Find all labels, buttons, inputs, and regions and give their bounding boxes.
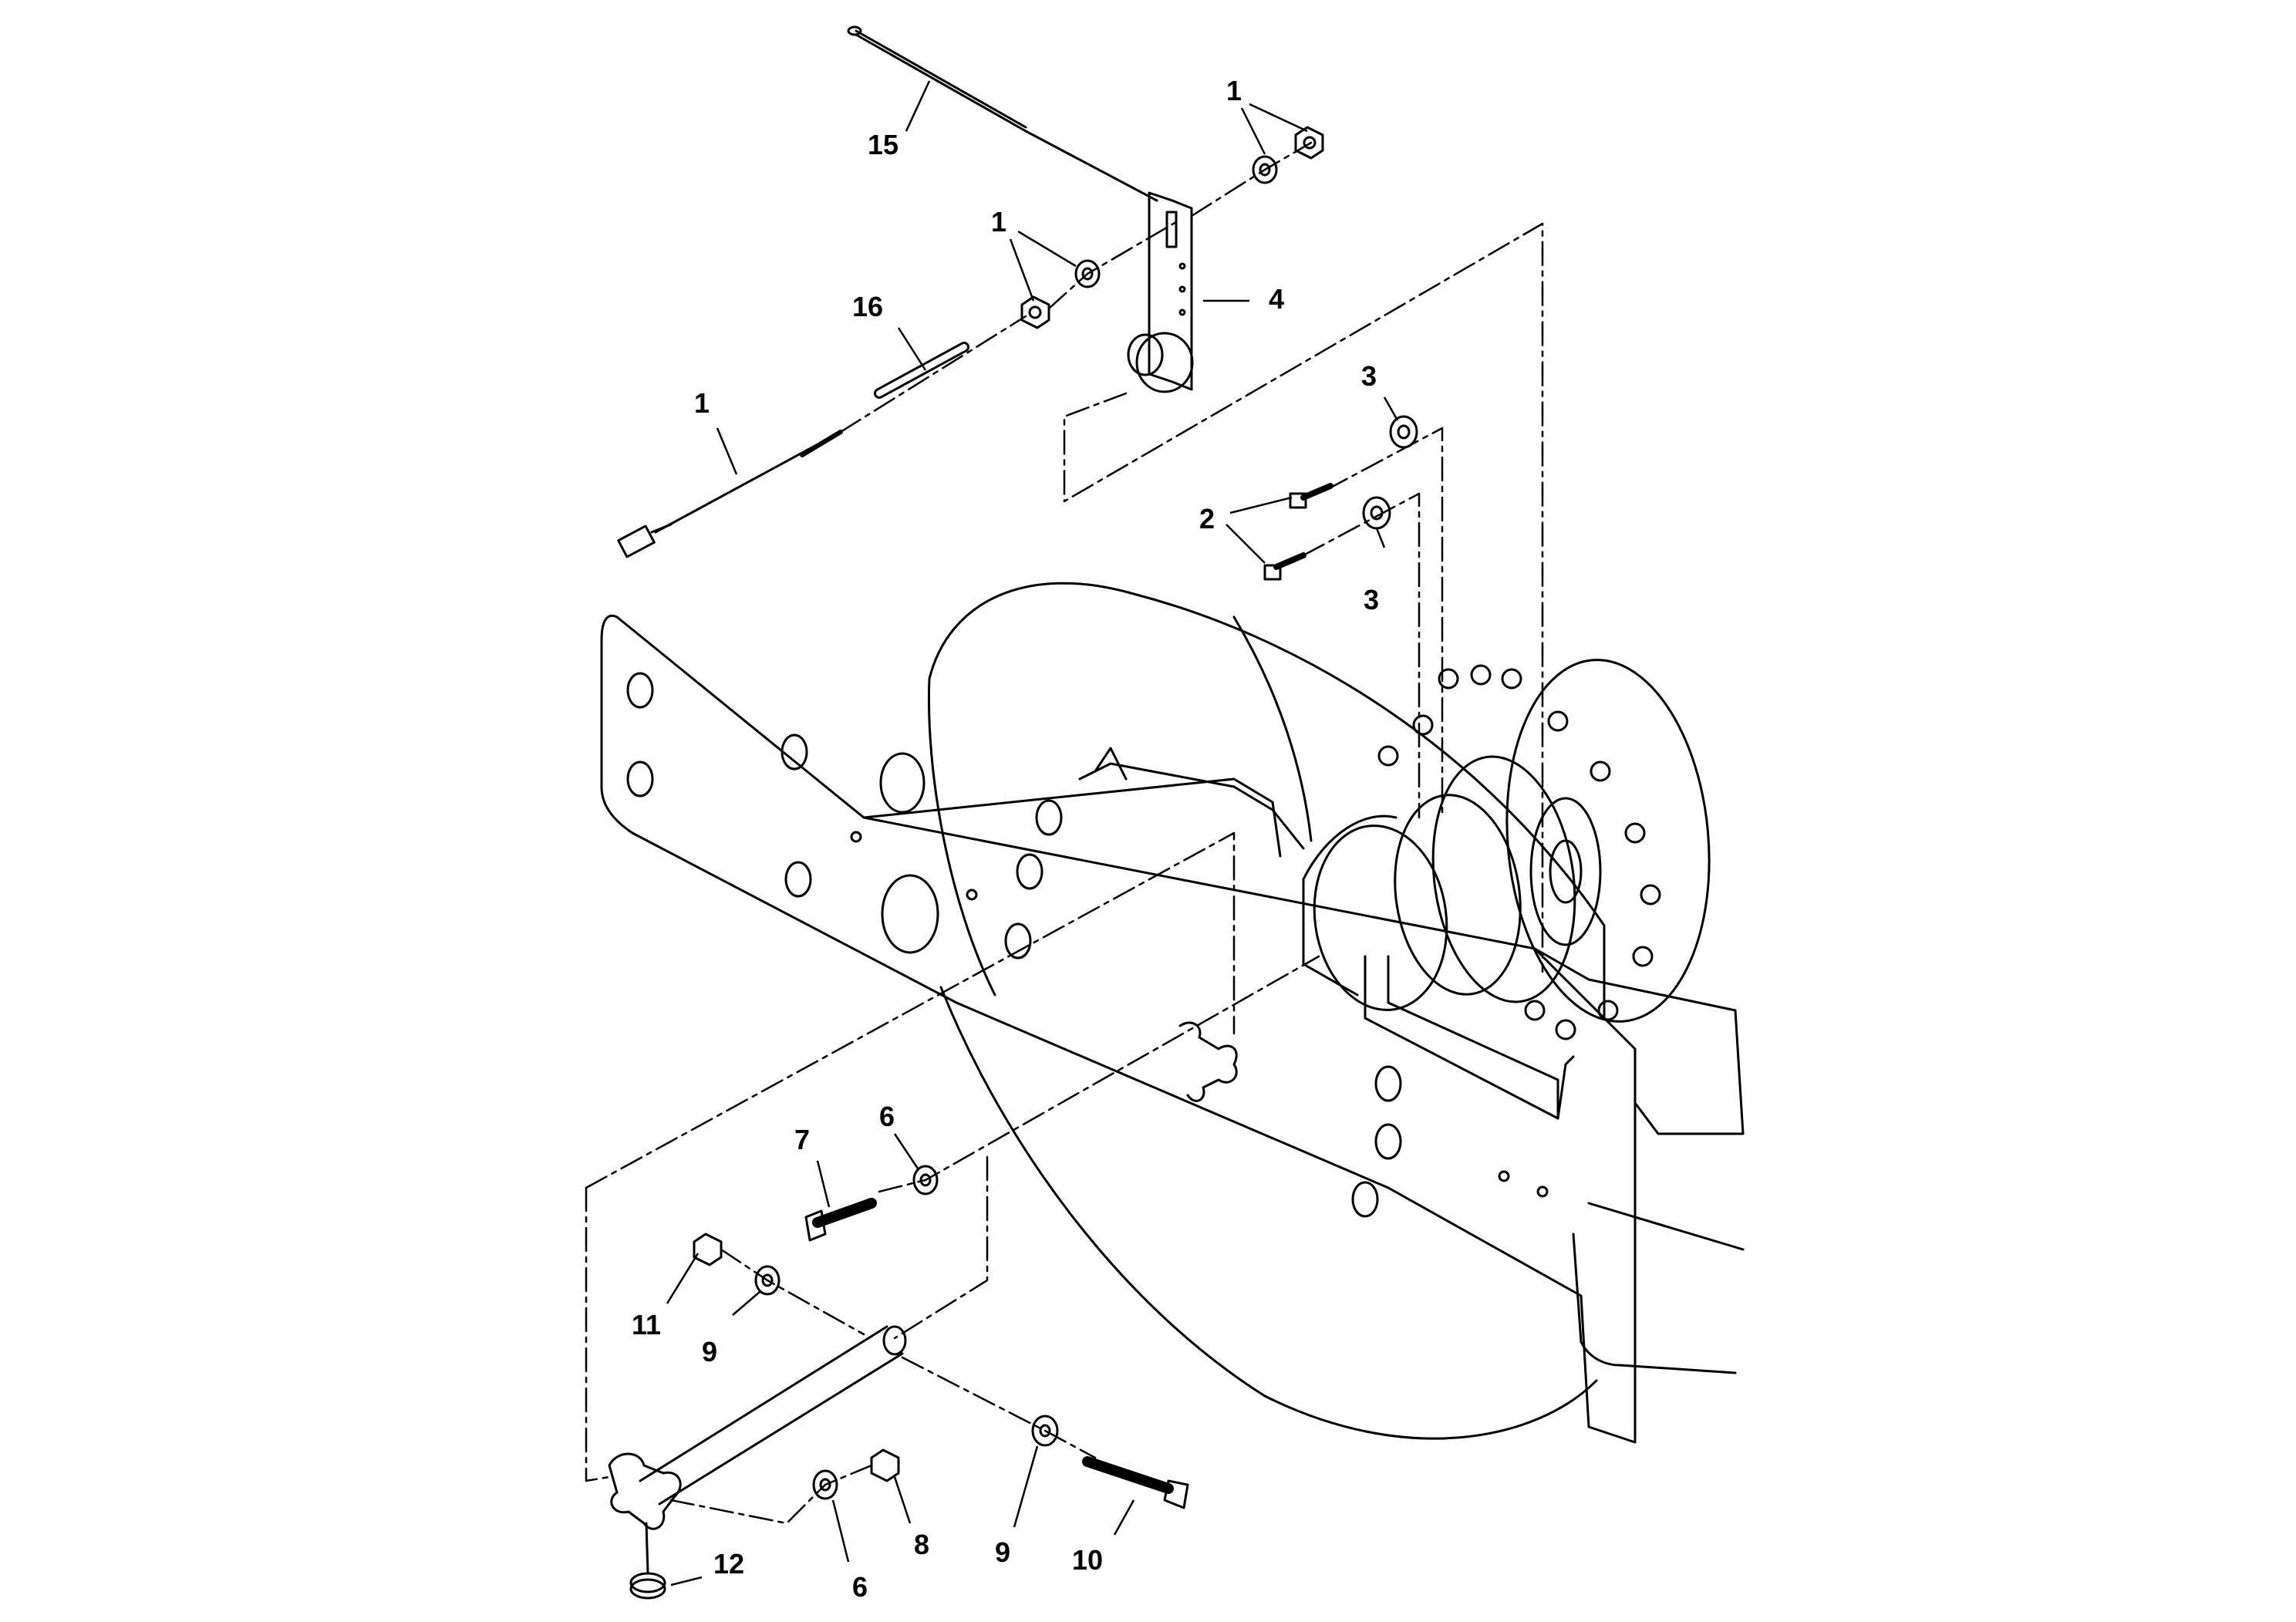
hub-bolt	[1590, 760, 1611, 782]
bolt	[1082, 1456, 1189, 1509]
callout-7: 7	[794, 1124, 810, 1155]
washer	[754, 1265, 781, 1296]
frame-hole	[1374, 1123, 1402, 1160]
sensor-cable	[617, 430, 843, 558]
callout-12: 12	[713, 1548, 744, 1580]
hub-bolt	[1640, 884, 1661, 905]
washer	[1252, 155, 1278, 184]
callout-3-bottom: 3	[1364, 584, 1379, 615]
frame-hole	[1004, 922, 1032, 959]
pivot-pin	[639, 1325, 907, 1506]
sensor-rod	[847, 25, 1158, 202]
frame-hole	[1536, 1185, 1549, 1198]
frame-hole	[1498, 1170, 1510, 1182]
hub-bolt	[1547, 710, 1569, 732]
frame-hole	[881, 874, 939, 954]
callout-2: 2	[1199, 503, 1215, 534]
washer	[912, 1165, 939, 1195]
nut	[693, 1233, 723, 1266]
hub-bolt	[1624, 822, 1646, 844]
hub-bolt	[1470, 664, 1492, 686]
callout-labels: 15 1 1 4 16 1 3 2 3 6 7 11 9 9 10 8 6 12	[632, 75, 1379, 1603]
bolt	[1263, 552, 1306, 581]
callout-1-mid: 1	[991, 206, 1006, 238]
hub-bolt	[1524, 1000, 1546, 1021]
callout-11: 11	[632, 1309, 661, 1340]
nut	[1294, 126, 1324, 160]
hub-bolt	[1377, 745, 1399, 767]
callout-4: 4	[1269, 283, 1284, 315]
bushing	[1362, 496, 1391, 530]
frame-hole	[1035, 799, 1063, 836]
frame-hole	[626, 672, 654, 709]
callout-1-top: 1	[1226, 75, 1242, 106]
nut	[1020, 295, 1050, 329]
washer	[812, 1469, 838, 1500]
hub-bolt	[1501, 668, 1522, 690]
bolt	[804, 1198, 877, 1242]
bushing	[1389, 415, 1418, 449]
hub-bolt	[1555, 1019, 1576, 1040]
callout-9-left: 9	[702, 1336, 717, 1367]
assembly-lines	[585, 141, 1544, 1525]
washer	[1074, 259, 1101, 288]
side-frame-plate	[600, 614, 1745, 1444]
drum-hub-assembly	[1078, 659, 1711, 1040]
callout-8: 8	[914, 1529, 929, 1560]
callout-6-top: 6	[879, 1101, 895, 1132]
frame-hole	[784, 861, 812, 898]
washer	[1031, 1415, 1059, 1447]
hub-bolt	[1438, 668, 1459, 690]
frame-hole	[1016, 853, 1043, 890]
leader-lines	[666, 80, 1399, 1587]
bolt	[1289, 483, 1333, 509]
frame-hole	[1351, 1181, 1379, 1218]
lever-handle	[608, 1452, 682, 1530]
bracket-clip	[1178, 1021, 1238, 1102]
callout-3-top: 3	[1361, 360, 1377, 392]
mounting-bracket	[1127, 191, 1194, 393]
sleeve-tube	[874, 342, 969, 399]
frame-hole	[626, 760, 654, 798]
grommet	[629, 1572, 666, 1600]
callout-1-cable: 1	[694, 387, 710, 419]
callout-9-right: 9	[995, 1536, 1010, 1568]
callout-16: 16	[852, 291, 883, 322]
nut	[870, 1448, 900, 1482]
frame-hole	[850, 831, 862, 843]
callout-15: 15	[868, 129, 899, 160]
frame-hole	[879, 752, 925, 814]
drum-shell	[928, 582, 1606, 1440]
callout-10: 10	[1072, 1544, 1103, 1576]
hub-bolt	[1412, 714, 1434, 736]
callout-6-bottom: 6	[852, 1571, 868, 1603]
hub-bolt	[1632, 946, 1654, 967]
frame-hole	[966, 889, 978, 901]
frame-hole	[1374, 1065, 1402, 1102]
hub-bolt	[1597, 1000, 1619, 1021]
frame-hole	[781, 733, 808, 771]
